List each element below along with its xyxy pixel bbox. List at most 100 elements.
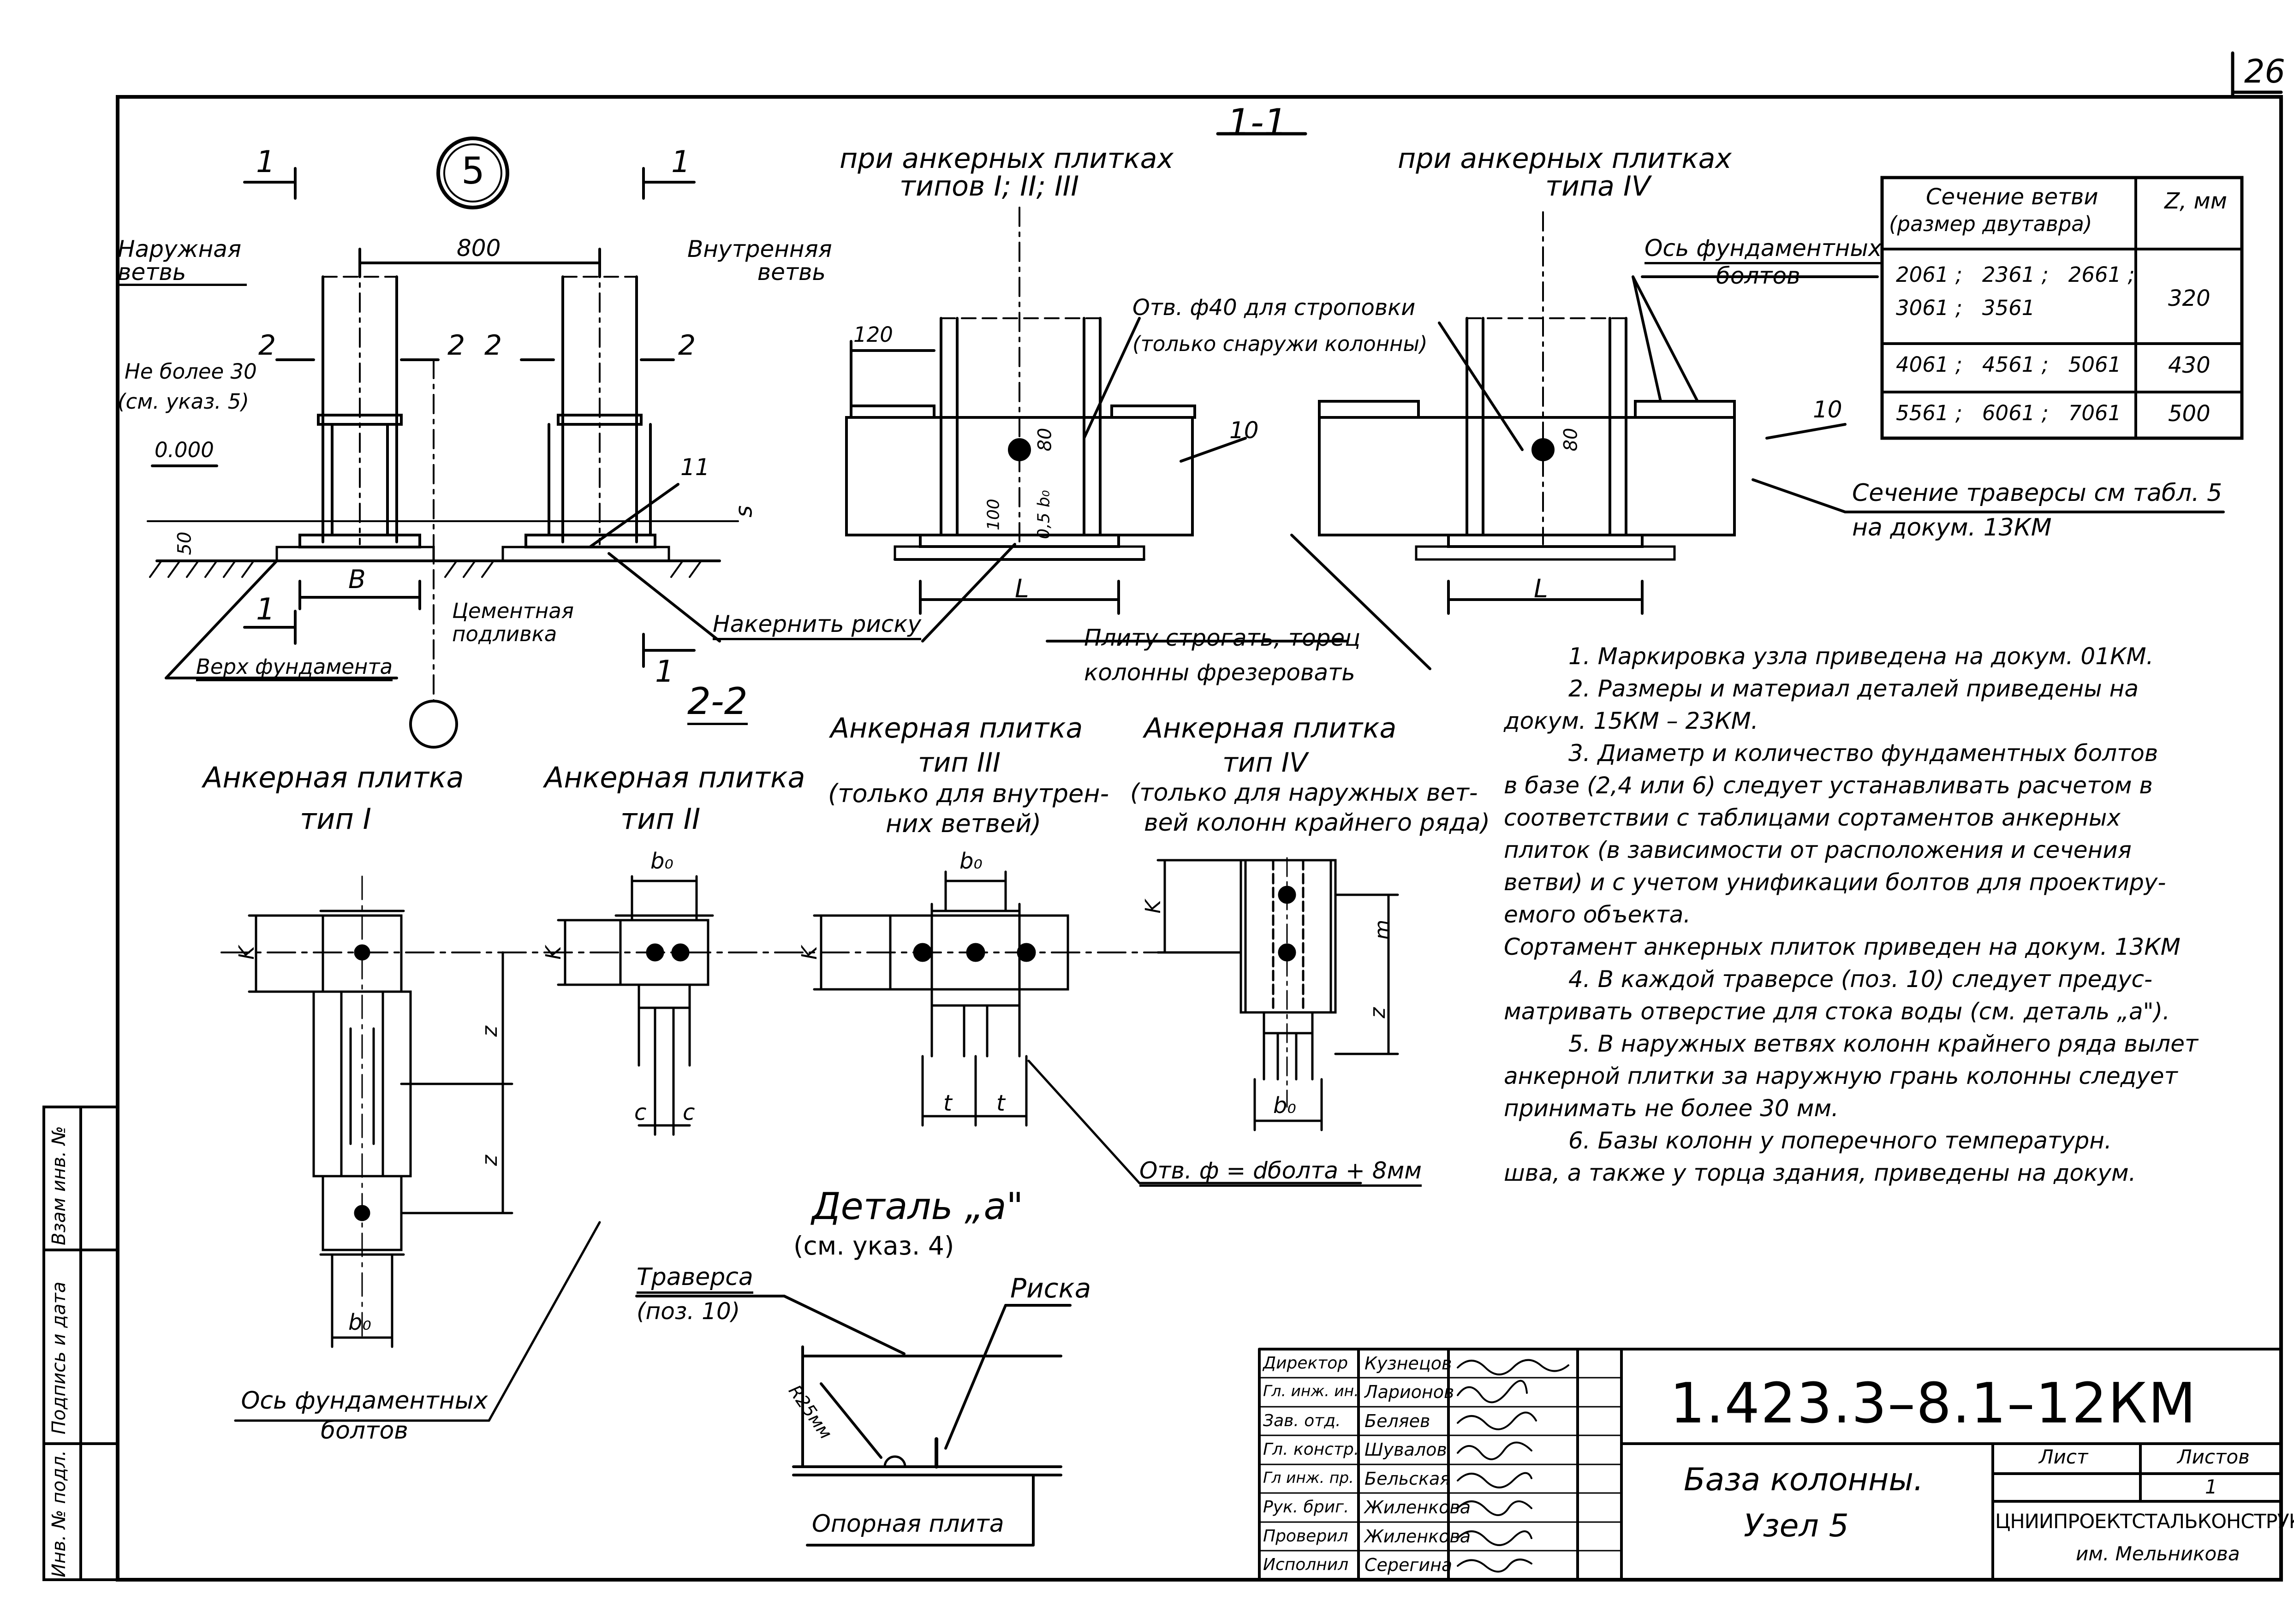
dim-K-3: K xyxy=(797,946,822,960)
org-name: ЦНИИПРОЕКТСТАЛЬКОНСТРУКЦИЯ xyxy=(1995,1510,2294,1533)
sheets-label: Листов xyxy=(2177,1446,2250,1468)
detail-a-traverse: Траверса xyxy=(637,1263,753,1294)
hole-note-1: Отв. ф40 для строповки xyxy=(1132,295,1416,321)
doc-code: 1.423.3–8.1–12КМ xyxy=(1670,1372,2197,1436)
cut-mark-2-b: 2 xyxy=(447,329,465,362)
z-table-row-2-sections: 4061 ; 4561 ; 5061 xyxy=(1896,352,2121,377)
plate-1-label-2: тип I xyxy=(300,802,371,836)
dim-b0-2: b₀ xyxy=(650,848,673,874)
plate-4-label-4: вей колонн крайнего ряда) xyxy=(1144,809,1490,837)
note-line: емого объекта. xyxy=(1504,901,1691,928)
pos-10-mid: 10 xyxy=(1229,417,1259,444)
dim-t-1: t xyxy=(943,1090,952,1116)
plate-4-label-2: тип IV xyxy=(1222,747,1308,778)
tb-role: Проверил xyxy=(1263,1527,1348,1546)
dim-L-right: L xyxy=(1534,574,1548,603)
org-name-2: им. Мельникова xyxy=(2076,1542,2240,1565)
bolt-axis-2: болтов xyxy=(1716,262,1800,289)
pos-10-right: 10 xyxy=(1813,396,1842,423)
z-table-header-2: Z, мм xyxy=(2164,188,2227,214)
pos-11: 11 xyxy=(680,454,710,481)
cut-mark-1-top-right: 1 xyxy=(671,145,691,179)
tb-role: Гл инж. пр. xyxy=(1263,1469,1354,1487)
plate-3-label-2: тип III xyxy=(918,747,1001,778)
plate-bolt-axis: Ось фундаментных болтов xyxy=(241,1387,488,1445)
cut-mark-2-d: 2 xyxy=(678,329,696,362)
plate-3-label-1: Анкерная плитка xyxy=(830,712,1083,744)
drawing-title-1: База колонны. xyxy=(1684,1462,1924,1498)
title-block-lines xyxy=(1258,1348,2282,1581)
not-more-30: Не более 30 xyxy=(125,359,257,384)
tb-name: Беляев xyxy=(1364,1411,1430,1431)
middle-heading-2: типов I; II; III xyxy=(900,170,1079,202)
outer-branch-label: Наружная ветвь xyxy=(118,238,247,286)
level-0000: 0.000 xyxy=(155,438,214,462)
plate-4-label-3: (только для наружных вет- xyxy=(1130,779,1478,807)
right-heading-2: типа IV xyxy=(1545,170,1650,202)
dim-z-2: z xyxy=(477,1155,502,1166)
side-stamp-vzam-inv: Взам инв. № xyxy=(48,1126,70,1245)
detail-a-traverse-pos: (поз. 10) xyxy=(637,1298,740,1325)
tb-role: Рук. бриг. xyxy=(1263,1498,1349,1517)
note-line: 5. В наружных ветвях колонн крайнего ряд… xyxy=(1568,1030,2199,1057)
dim-B: B xyxy=(348,565,366,594)
tb-role: Гл. констр. xyxy=(1263,1440,1359,1459)
plate-2-label-1: Анкерная плитка xyxy=(544,761,805,794)
note-line: 1. Маркировка узла приведена на докум. 0… xyxy=(1568,643,2154,670)
node-circle xyxy=(436,137,509,209)
cut-mark-1-top-left: 1 xyxy=(256,145,275,179)
note-line: плиток (в зависимости от расположения и … xyxy=(1504,837,2132,863)
middle-view-lines xyxy=(845,207,1431,670)
dim-80-mid: 80 xyxy=(1034,428,1056,452)
tb-name: Жиленкова xyxy=(1364,1526,1471,1547)
plane-note-2: колонны фрезеровать xyxy=(1084,659,1355,686)
tb-role: Исполнил xyxy=(1263,1555,1349,1574)
see-note-5: (см. указ. 5) xyxy=(118,389,249,414)
note-line: 3. Диаметр и количество фундаментных бол… xyxy=(1568,740,2158,767)
node-number: 5 xyxy=(461,149,485,192)
dim-100-mid: 100 xyxy=(984,499,1003,531)
cut-mark-1-bottom-left: 1 xyxy=(256,592,275,627)
note-line: соответствии с таблицами сортаментов анк… xyxy=(1504,804,2121,831)
z-table-row-1-sections: 2061 ; 2361 ; 2661 ; 3061 ; 3561 xyxy=(1896,262,2135,320)
dim-80-right: 80 xyxy=(1560,428,1582,452)
punch-mark-label: Накернить риску xyxy=(713,611,922,640)
sheet-number: 26 xyxy=(2244,53,2286,90)
right-heading-1: при анкерных плитках xyxy=(1398,143,1732,175)
dim-800: 800 xyxy=(457,235,501,262)
z-table-header-1b: (размер двутавра) xyxy=(1889,212,2092,236)
tb-name: Серегина xyxy=(1364,1555,1453,1575)
dim-b0-3: b₀ xyxy=(959,848,983,874)
z-table-row-2-z: 430 xyxy=(2168,352,2211,378)
dim-z-1: z xyxy=(477,1026,502,1037)
z-table-row-1-z: 320 xyxy=(2168,286,2211,311)
detail-a-mark: Риска xyxy=(1010,1273,1091,1304)
note-line: матривать отверстие для стока воды (см. … xyxy=(1504,998,2170,1025)
dim-K-1: K xyxy=(234,946,259,960)
note-line: докум. 15КМ – 23КМ. xyxy=(1504,708,1758,734)
dim-50: 50 xyxy=(174,531,196,555)
cut-mark-1-bottom-right: 1 xyxy=(655,654,674,689)
dim-t-2: t xyxy=(996,1090,1005,1116)
dim-120: 120 xyxy=(853,322,893,347)
bolt-axis-1: Ось фундаментных xyxy=(1645,235,1882,264)
tb-name: Бельская xyxy=(1364,1469,1451,1489)
hole-note-2: (только снаружи колонны) xyxy=(1132,332,1428,356)
side-stamp-signature-date: Подпись и дата xyxy=(48,1281,70,1434)
detail-a-subtitle: (см. указ. 4) xyxy=(793,1231,954,1261)
note-line: Сортамент анкерных плиток приведен на до… xyxy=(1504,934,2181,960)
drawing-title-2: Узел 5 xyxy=(1744,1508,1849,1544)
z-table-row-3-sections: 5561 ; 6061 ; 7061 xyxy=(1896,401,2121,425)
note-line: шва, а также у торца здания, приведены н… xyxy=(1504,1160,2136,1186)
plate-3-label-4: них ветвей) xyxy=(886,809,1042,838)
dim-b0-4: b₀ xyxy=(1273,1093,1296,1118)
anchor-plate-lines xyxy=(220,857,1399,1422)
tb-role: Зав. отд. xyxy=(1263,1411,1341,1430)
plane-note-1: Плиту строгать, торец xyxy=(1084,625,1361,651)
section-1-1-title: 1-1 xyxy=(1227,101,1287,144)
sheets-value: 1 xyxy=(2205,1475,2217,1498)
right-view-lines xyxy=(1318,211,2225,615)
plate-2-label-2: тип II xyxy=(620,802,701,836)
tb-name: Жиленкова xyxy=(1364,1497,1471,1517)
